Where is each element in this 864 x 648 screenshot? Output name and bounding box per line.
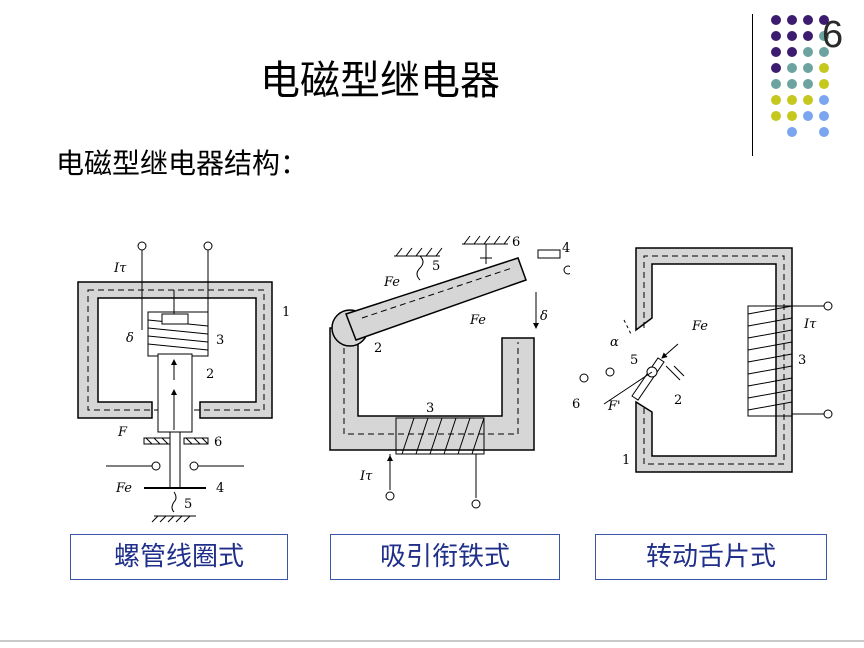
caption-attracted-armature-type[interactable]: 吸引衔铁式 — [330, 534, 560, 580]
force-fe-label: Fe — [691, 319, 708, 334]
part-label-3: 3 — [426, 401, 434, 416]
part-label-6: 6 — [512, 235, 520, 250]
force-fe-gap-label: Fe — [469, 313, 486, 328]
gap-label: δ — [126, 331, 134, 346]
part-label-3: 3 — [216, 333, 224, 348]
current-label: Iτ — [113, 261, 127, 276]
rotating-tongue-relay-diagram: Fe Iτ 3 α 5 6 F' 2 1 — [572, 247, 833, 473]
slide-number: 6 — [822, 14, 844, 56]
part-label-2: 2 — [674, 393, 682, 408]
part-label-4: 4 — [562, 241, 570, 256]
part-label-1: 1 — [282, 305, 290, 320]
footer-rule — [0, 640, 864, 642]
force-f-label: F' — [607, 399, 621, 414]
part-label-5: 5 — [432, 259, 440, 274]
force-fe-label: Fe — [115, 481, 132, 496]
force-fe-top-label: Fe — [383, 275, 400, 290]
part-label-5: 5 — [184, 497, 192, 512]
slide-subtitle: 电磁型继电器结构： — [56, 147, 309, 180]
attracted-armature-relay-diagram: 6 4 5 Fe Fe δ 2 3 Iτ — [329, 235, 570, 509]
part-label-3: 3 — [798, 353, 806, 368]
part-label-4: 4 — [216, 481, 224, 496]
part-label-1: 1 — [622, 453, 630, 468]
solenoid-relay-diagram: Iτ 1 3 2 δ F 6 Fe 4 5 — [77, 241, 290, 523]
force-f-label: F — [117, 425, 128, 440]
gap-label: δ — [540, 309, 548, 324]
part-label-6: 6 — [572, 397, 580, 412]
part-label-2: 2 — [374, 341, 382, 356]
divider-line — [752, 14, 753, 156]
caption-rotating-tongue-type[interactable]: 转动舌片式 — [595, 534, 827, 580]
part-label-5: 5 — [630, 353, 638, 368]
slide-title: 电磁型继电器 — [260, 58, 500, 104]
current-label: Iτ — [359, 469, 373, 484]
part-label-2: 2 — [206, 367, 214, 382]
current-label: Iτ — [803, 317, 817, 332]
decorative-dot-grid — [771, 15, 829, 137]
caption-solenoid-type[interactable]: 螺管线圈式 — [70, 534, 288, 580]
angle-label: α — [610, 335, 619, 350]
part-label-6: 6 — [214, 435, 222, 450]
